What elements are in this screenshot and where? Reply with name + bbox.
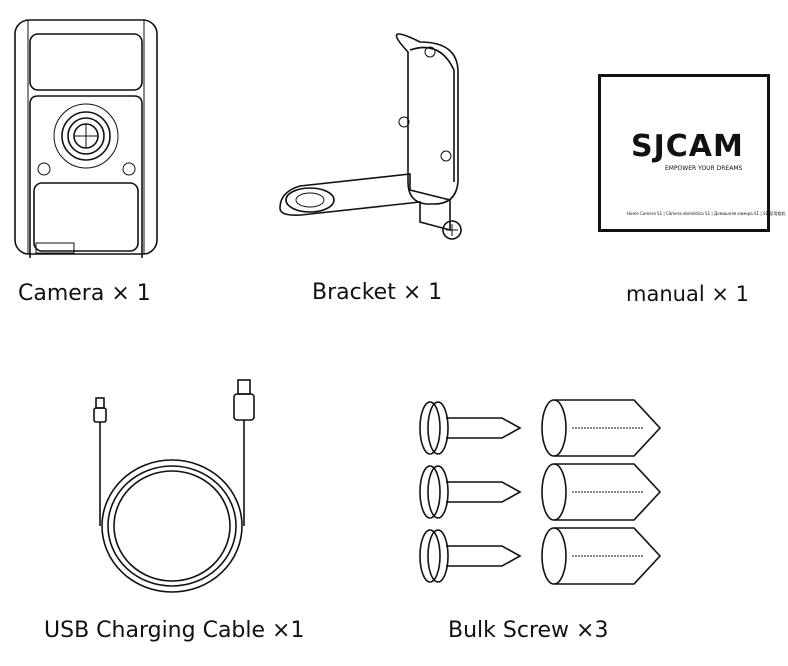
manual-brand: SJCAM	[631, 129, 744, 164]
camera-icon	[14, 19, 158, 258]
usb-cable-icon	[93, 379, 255, 593]
manual-footer: Home Camera S1 | Câmera doméstica S1 | Д…	[627, 211, 786, 216]
item-label-usb-cable: USB Charging Cable ×1	[44, 618, 305, 643]
item-label-camera: Camera × 1	[18, 281, 151, 306]
bracket-icon	[279, 33, 462, 240]
manual-icon: SJCAM EMPOWER YOUR DREAMS Home Camera S1…	[598, 74, 785, 232]
manual-tagline: EMPOWER YOUR DREAMS	[665, 165, 743, 172]
screw-icon	[419, 399, 662, 585]
item-label-bracket: Bracket × 1	[312, 280, 443, 305]
item-label-screw: Bulk Screw ×3	[448, 618, 609, 643]
item-label-manual: manual × 1	[626, 282, 749, 306]
